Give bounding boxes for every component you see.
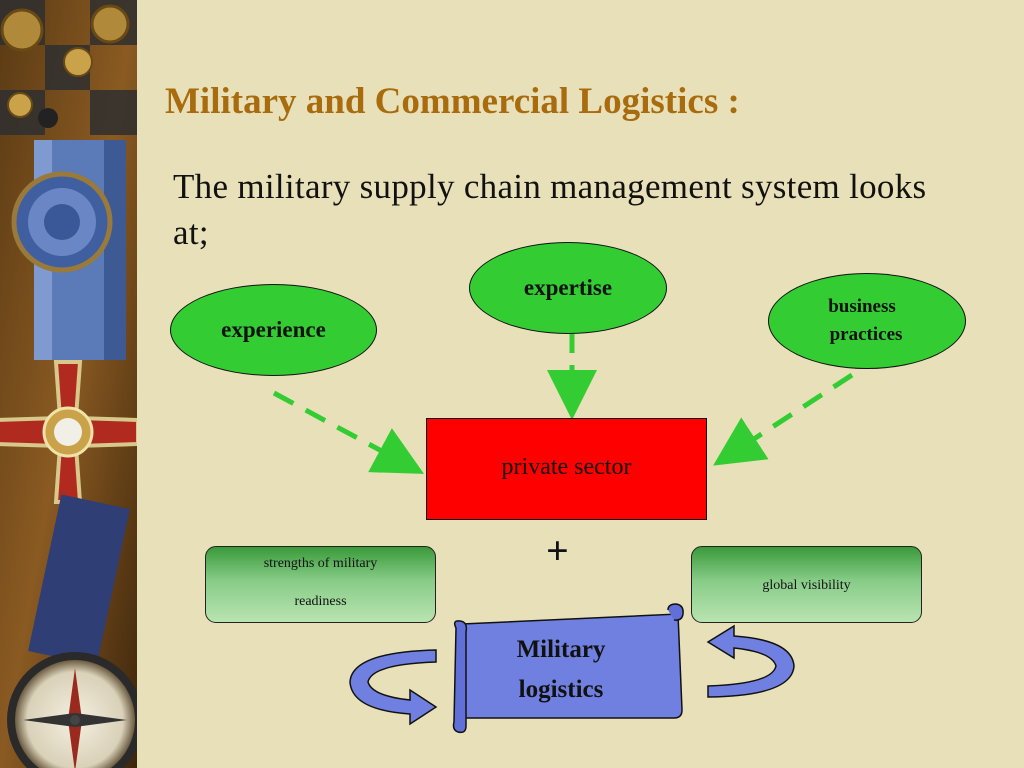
experience-label: experience xyxy=(221,317,326,342)
military-logistics-line1: Military xyxy=(516,636,606,663)
page-title: Military and Commercial Logistics : xyxy=(165,81,740,122)
business-practices-label-line2: practices xyxy=(829,324,903,345)
private-sector-box: private sector xyxy=(426,418,707,520)
military-logistics-label: Military logistics xyxy=(468,630,658,710)
business-practices-label-line1: business xyxy=(828,296,896,317)
global-visibility-label: global visibility xyxy=(762,578,851,593)
right-curved-arrow xyxy=(706,624,795,698)
compass-icon xyxy=(7,652,137,768)
military-logistics-line2: logistics xyxy=(518,676,604,703)
strengths-label-line2: readiness xyxy=(294,594,347,609)
experience-oval: experience xyxy=(170,284,377,376)
military-logistics-scroll xyxy=(452,603,684,734)
subtitle-text: The military supply chain management sys… xyxy=(173,167,927,252)
expertise-label: expertise xyxy=(523,275,613,300)
experience-arrow xyxy=(272,390,425,474)
global-visibility-box: global visibility xyxy=(691,546,922,623)
strengths-box: strengths of military readiness xyxy=(205,546,436,623)
expertise-oval: expertise xyxy=(469,242,667,334)
plus-sign: + xyxy=(546,528,569,573)
left-curved-arrow xyxy=(349,649,438,726)
business-practices-arrow xyxy=(713,372,854,466)
medals-collage-image xyxy=(0,0,137,768)
business-practices-oval: business practices xyxy=(768,273,966,369)
private-sector-label: private sector xyxy=(501,454,632,480)
strengths-label-line1: strengths of military xyxy=(263,556,378,571)
